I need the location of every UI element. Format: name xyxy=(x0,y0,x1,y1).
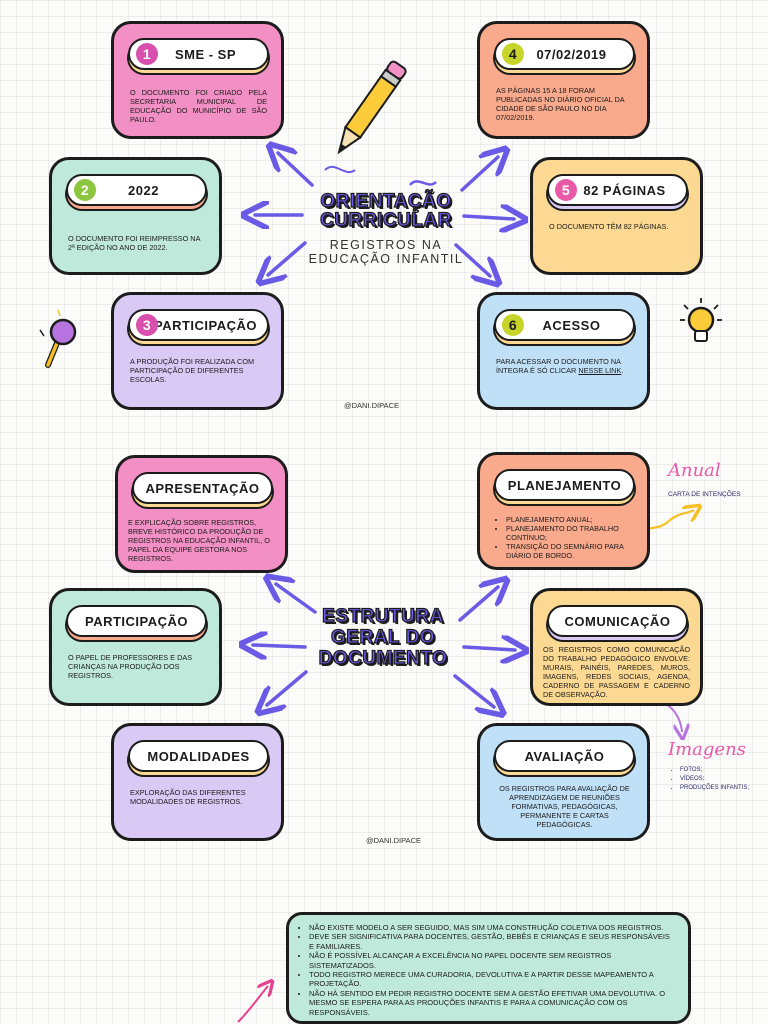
section1-arrows xyxy=(255,153,514,276)
card-pill: MODALIDADES xyxy=(128,740,269,772)
card-label: PARTICIPAÇÃO xyxy=(153,317,258,333)
card-avaliacao: AVALIAÇÃO OS REGISTROS PARA AVALIAÇÃO DE… xyxy=(477,723,650,841)
card-text: EXPLORAÇÃO DAS DIFERENTES MODALIDADES DE… xyxy=(130,788,246,806)
card-text: O DOCUMENTO TÊM 82 PÁGINAS. xyxy=(549,222,669,231)
card-pill: 5 82 PÁGINAS xyxy=(547,174,688,206)
card-label: AVALIAÇÃO xyxy=(524,748,605,764)
card-text: PARA ACESSAR O DOCUMENTO NA ÍNTEGRA É SÓ… xyxy=(496,357,633,375)
card-text: O DOCUMENTO FOI REIMPRESSO NA 2ª EDIÇÃO … xyxy=(68,234,201,252)
section2-title-line3: DOCUMENTO xyxy=(318,647,448,669)
section1-credit: @DANI.DIPACE xyxy=(344,401,399,410)
magnifier-icon xyxy=(39,309,77,368)
card-pill: 2 2022 xyxy=(66,174,207,206)
card-participacao-1: 3 PARTICIPAÇÃO A PRODUÇÃO FOI REALIZADA … xyxy=(111,292,284,410)
list-item: PLANEJAMENTO ANUAL; xyxy=(506,515,633,524)
list-item: PLANEJAMENTO DO TRABALHO CONTÍNUO; xyxy=(506,524,633,542)
card-pill: COMUNICAÇÃO xyxy=(547,605,688,637)
card-planejamento: PLANEJAMENTO PLANEJAMENTO ANUAL; PLANEJA… xyxy=(477,452,650,570)
card-modalidades: MODALIDADES EXPLORAÇÃO DAS DIFERENTES MO… xyxy=(111,723,284,841)
card-sme-sp: 1 SME - SP O DOCUMENTO FOI CRIADO PELA S… xyxy=(111,21,284,139)
card-82-paginas: 5 82 PÁGINAS O DOCUMENTO TÊM 82 PÁGINAS. xyxy=(530,157,703,275)
section1-title-line1: ORIENTAÇÃO xyxy=(320,191,452,212)
card-date: 4 07/02/2019 AS PÁGINAS 15 A 18 FORAM PU… xyxy=(477,21,650,139)
card-pill: 1 SME - SP xyxy=(128,38,269,70)
number-badge: 1 xyxy=(136,43,158,65)
bottom-arrow xyxy=(237,986,268,1023)
card-2022: 2 2022 O DOCUMENTO FOI REIMPRESSO NA 2ª … xyxy=(49,157,222,275)
card-acesso: 6 ACESSO PARA ACESSAR O DOCUMENTO NA ÍNT… xyxy=(477,292,650,410)
card-label: COMUNICAÇÃO xyxy=(564,613,671,629)
number-badge: 4 xyxy=(502,43,524,65)
number-badge: 5 xyxy=(555,179,577,201)
list-item: FOTOS; xyxy=(680,766,749,775)
conclusions-list: NÃO EXISTE MODELO A SER SEGUIDO, MAS SIM… xyxy=(289,915,688,1017)
card-pill: APRESENTAÇÃO xyxy=(132,472,273,504)
card-text: O DOCUMENTO FOI CRIADO PELA SECRETARIA M… xyxy=(130,88,267,124)
card-text-end: . xyxy=(621,366,624,375)
list-item: TODO REGISTRO MERECE UMA CURADORIA, DEVO… xyxy=(309,970,676,989)
card-text-main: PARA ACESSAR O DOCUMENTO NA ÍNTEGRA É SÓ… xyxy=(496,357,621,375)
number-badge: 2 xyxy=(74,179,96,201)
section1-title-line2: CURRICULAR xyxy=(320,210,452,231)
list-item: DEVE SER SIGNIFICATIVA PARA DOCENTES, GE… xyxy=(309,932,676,951)
card-text: AS PÁGINAS 15 A 18 FORAM PUBLICADAS NO D… xyxy=(496,86,625,122)
section2-title-line2: GERAL DO xyxy=(330,626,435,648)
pencil-swirl xyxy=(324,165,356,173)
conclusions-box: NÃO EXISTE MODELO A SER SEGUIDO, MAS SIM… xyxy=(286,912,691,1024)
list-item: NÃO EXISTE MODELO A SER SEGUIDO, MAS SIM… xyxy=(309,923,676,932)
number-badge: 6 xyxy=(502,314,524,336)
planejamento-list: PLANEJAMENTO ANUAL; PLANEJAMENTO DO TRAB… xyxy=(496,515,633,560)
card-pill: 3 PARTICIPAÇÃO xyxy=(128,309,269,341)
section2-credit: @DANI.DIPACE xyxy=(366,836,421,845)
card-text: OS REGISTROS PARA AVALIAÇÃO DE APRENDIZA… xyxy=(499,784,630,829)
section1-title: ORIENTAÇÃO CURRICULAR xyxy=(300,191,472,231)
section1-subtitle-line2: EDUCAÇÃO INFANTIL xyxy=(308,252,464,266)
lightbulb-icon xyxy=(680,298,722,342)
section2-title-line1: ESTRUTURA xyxy=(322,605,444,627)
card-comunicacao: COMUNICAÇÃO OS REGISTROS COMO COMUNICAÇÃ… xyxy=(530,588,703,706)
card-label: 07/02/2019 xyxy=(536,46,607,62)
card-label: APRESENTAÇÃO xyxy=(145,480,260,496)
list-item: VÍDEOS; xyxy=(680,775,749,784)
card-label: 82 PÁGINAS xyxy=(583,182,666,198)
section2-title: ESTRUTURA GERAL DO DOCUMENTO xyxy=(298,605,468,669)
card-participacao-2: PARTICIPAÇÃO O PAPEL DE PROFESSORES E DA… xyxy=(49,588,222,706)
list-item: PRODUÇÕES INFANTIS; xyxy=(680,784,749,793)
card-label: PARTICIPAÇÃO xyxy=(84,613,189,629)
card-label: ACESSO xyxy=(542,317,601,333)
card-label: MODALIDADES xyxy=(147,748,250,764)
card-pill: 4 07/02/2019 xyxy=(494,38,635,70)
note-imagens-list: FOTOS; VÍDEOS; PRODUÇÕES INFANTIS; xyxy=(670,766,749,793)
card-apresentacao: APRESENTAÇÃO E EXPLICAÇÃO SOBRE REGISTRO… xyxy=(115,455,288,573)
list-item: TRANSIÇÃO DO SEMNÁRIO PARA DIÁRIO DE BOR… xyxy=(506,542,633,560)
card-text: O PAPEL DE PROFESSORES E DAS CRIANÇAS NA… xyxy=(68,653,193,680)
section2-arrows xyxy=(253,584,515,707)
card-text: OS REGISTROS COMO COMUNICAÇÃO DO TRABALH… xyxy=(543,645,690,699)
section1-subtitle-line1: REGISTROS NA xyxy=(329,238,443,252)
card-label: PLANEJAMENTO xyxy=(507,477,622,493)
card-pill: PLANEJAMENTO xyxy=(494,469,635,501)
card-pill: AVALIAÇÃO xyxy=(494,740,635,772)
list-item: NÃO HÁ SENTIDO EM PEDIR REGISTRO DOCENTE… xyxy=(309,989,676,1017)
card-label: 2022 xyxy=(128,182,159,198)
card-pill: 6 ACESSO xyxy=(494,309,635,341)
pencil-icon xyxy=(337,60,407,155)
card-text: PLANEJAMENTO ANUAL; PLANEJAMENTO DO TRAB… xyxy=(496,515,633,560)
card-text: E EXPLICAÇÃO SOBRE REGISTROS, BREVE HIST… xyxy=(128,518,270,563)
note-anual-title: Anual xyxy=(668,460,721,481)
card-text: A PRODUÇÃO FOI REALIZADA COM PARTICIPAÇÃ… xyxy=(130,357,255,384)
access-link[interactable]: NESSE LINK xyxy=(578,366,622,375)
card-pill: PARTICIPAÇÃO xyxy=(66,605,207,637)
list-item: NÃO É POSSÍVEL ALCANÇAR A EXCELÊNCIA NO … xyxy=(309,951,676,970)
note-anual-text: CARTA DE INTENÇÕES xyxy=(668,491,741,498)
number-badge: 3 xyxy=(136,314,158,336)
note-imagens-title: Imagens xyxy=(668,739,746,760)
card-label: SME - SP xyxy=(174,46,237,62)
section1-subtitle: REGISTROS NA EDUCAÇÃO INFANTIL xyxy=(300,238,472,266)
